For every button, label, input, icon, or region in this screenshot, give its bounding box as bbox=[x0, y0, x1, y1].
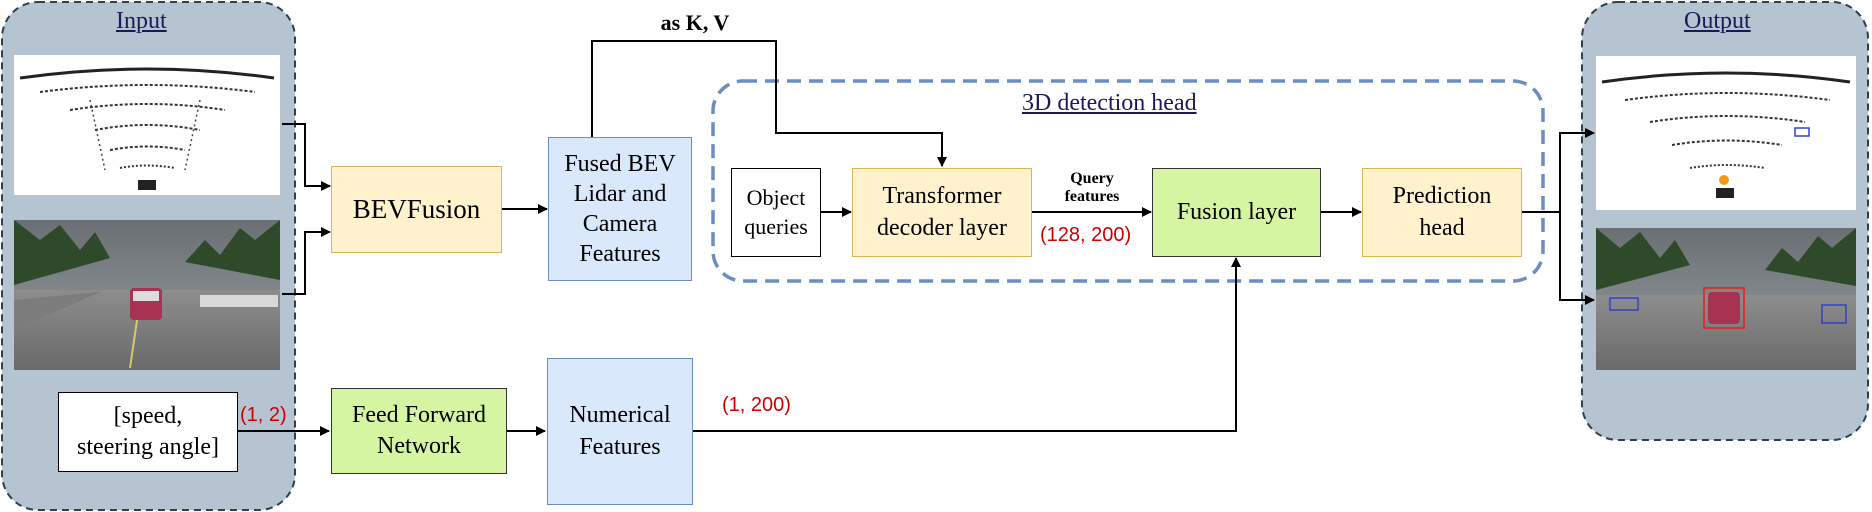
edge-numerical-to-fusion bbox=[693, 257, 1241, 432]
edge-prediction-to-output-camera bbox=[1559, 212, 1595, 305]
edge-lidar-to-bevfusion bbox=[282, 123, 331, 191]
edge-camera-to-bevfusion bbox=[282, 227, 331, 295]
ffn-node: Feed Forward Network bbox=[331, 388, 507, 474]
detection-head-region bbox=[711, 79, 1545, 283]
detection-head-label: 3D detection head bbox=[1022, 90, 1197, 116]
input-panel-title: Input bbox=[116, 8, 167, 34]
input-lidar-image bbox=[14, 55, 280, 195]
input-camera-image bbox=[14, 220, 280, 370]
output-panel-title: Output bbox=[1684, 8, 1751, 34]
edge-prediction-to-output-lidar bbox=[1522, 128, 1595, 213]
output-camera-image bbox=[1596, 228, 1856, 370]
numerical-features-node: Numerical Features bbox=[547, 358, 693, 505]
kv-label: as K, V bbox=[660, 9, 730, 35]
fused-features-node: Fused BEV Lidar and Camera Features bbox=[548, 137, 692, 281]
edge-kv bbox=[591, 40, 947, 167]
object-queries-node: Object queries bbox=[731, 168, 821, 257]
query-shape-label: (128, 200) bbox=[1040, 224, 1132, 246]
bevfusion-node: BEVFusion bbox=[331, 166, 502, 253]
numerical-shape-label: (1, 200) bbox=[722, 394, 791, 416]
fusion-layer-node: Fusion layer bbox=[1152, 168, 1321, 257]
prediction-head-node: Prediction head bbox=[1362, 168, 1522, 257]
transformer-decoder-node: Transformer decoder layer bbox=[852, 168, 1032, 257]
state-input-box: [speed, steering angle] bbox=[58, 392, 238, 472]
query-features-label: Query features bbox=[1064, 169, 1120, 205]
state-shape-label: (1, 2) bbox=[240, 404, 287, 426]
output-lidar-image bbox=[1596, 56, 1856, 210]
connectors bbox=[238, 40, 1595, 436]
